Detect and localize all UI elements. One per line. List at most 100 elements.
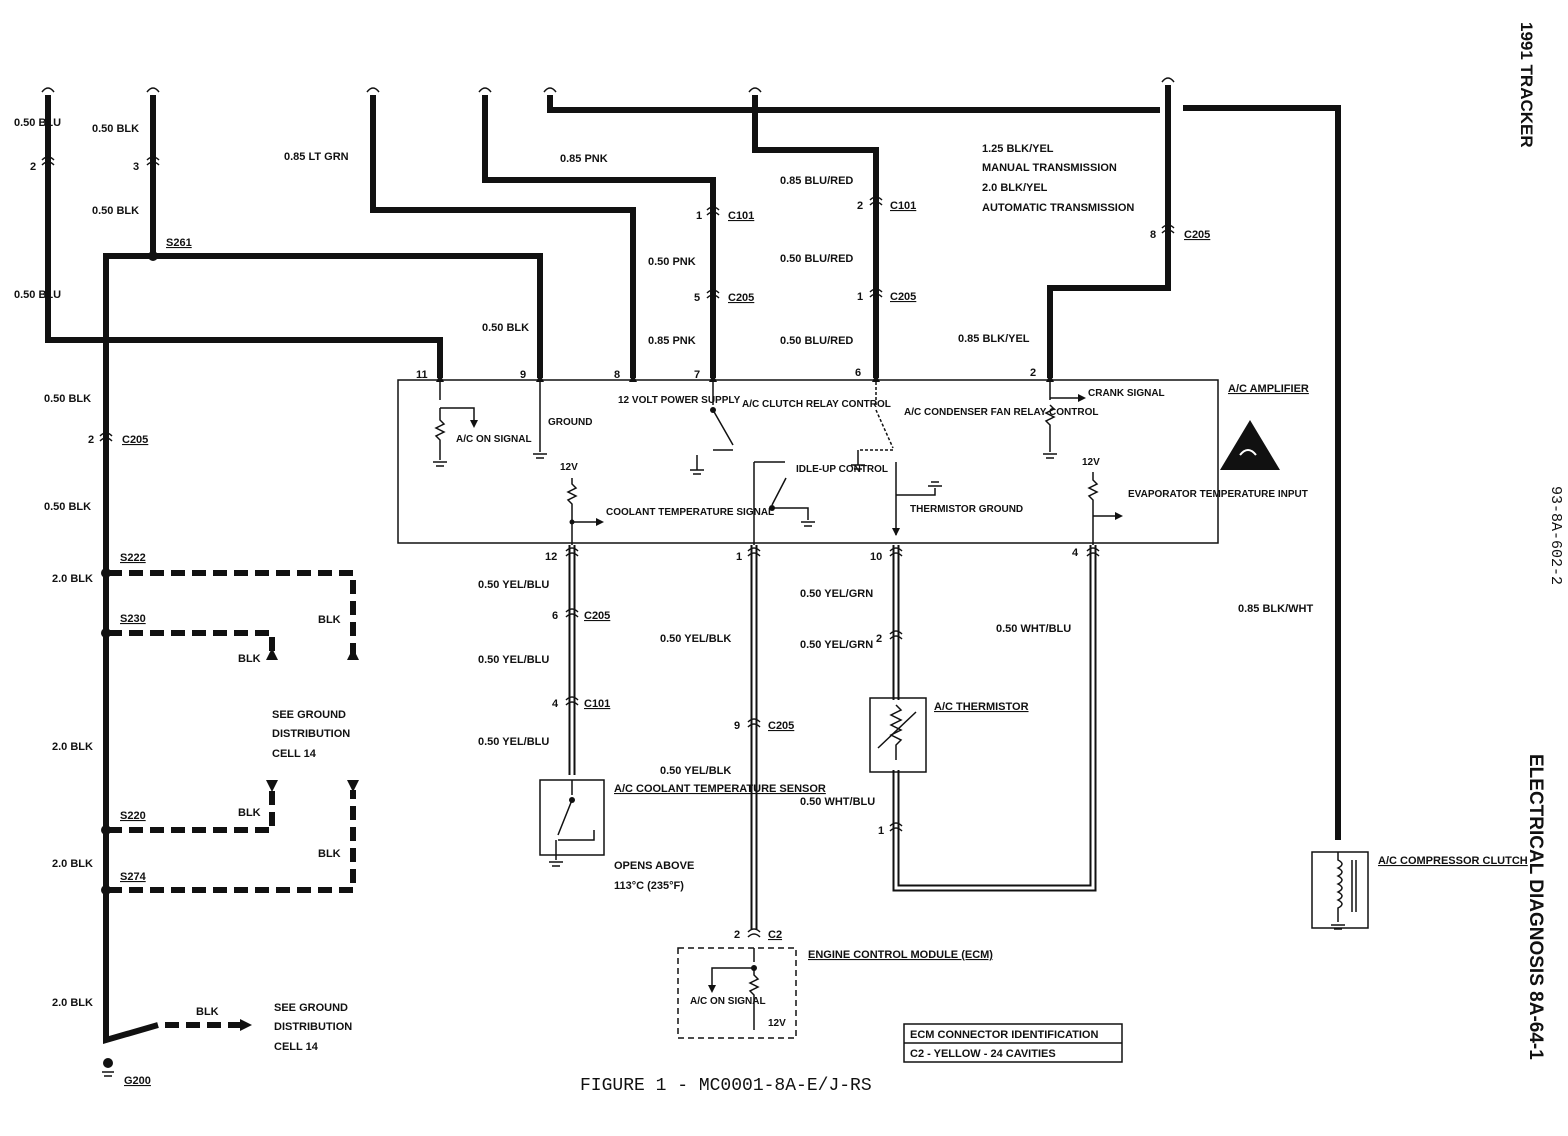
ground-ref-a3: CELL 14 <box>272 748 317 760</box>
pin-2-c2: 2 <box>734 929 740 941</box>
amp-clutch-relay: A/C CLUTCH RELAY CONTROL <box>742 399 891 410</box>
label-blkyel-125: 1.25 BLK/YEL <box>982 143 1054 155</box>
wire-group <box>45 85 1341 1044</box>
label-blk-050b: 0.50 BLK <box>92 205 139 217</box>
pin-2-c205-bus: 2 <box>88 434 94 446</box>
ecm-internal-circuit <box>708 948 760 1030</box>
splice-s230: S230 <box>120 613 146 625</box>
amp-pin-11: 11 <box>416 369 428 381</box>
ecm-box <box>677 947 797 1039</box>
pin-3-blk: 3 <box>133 161 139 173</box>
conn-c101-top: C101 <box>728 210 754 222</box>
splice-s220: S220 <box>120 810 146 822</box>
conn-c205-bus: C205 <box>122 434 148 446</box>
pin-8-c205: 8 <box>1150 229 1156 241</box>
amp-pin-arrows <box>436 374 1054 382</box>
wire-blkwht <box>1183 105 1341 840</box>
ground-ref-b2: DISTRIBUTION <box>274 1021 352 1033</box>
ground-ref-b1: SEE GROUND <box>274 1002 348 1014</box>
conn-c205-pnk: C205 <box>728 292 754 304</box>
label-blk-050e: 0.50 BLK <box>44 501 91 513</box>
amp-pin-4: 4 <box>1072 547 1079 559</box>
amp-ac-on-signal: A/C ON SIGNAL <box>456 434 532 445</box>
amp-power-supply: 12 VOLT POWER SUPPLY <box>618 395 741 406</box>
label-auto-trans: AUTOMATIC TRANSMISSION <box>982 202 1134 214</box>
wire-ground-bus <box>103 253 159 1044</box>
label-pnk-085a: 0.85 PNK <box>560 153 608 165</box>
conn-c205-blkyel: C205 <box>1184 229 1210 241</box>
pin-2-blu: 2 <box>30 161 36 173</box>
amp-evap-input: EVAPORATOR TEMPERATURE INPUT <box>1128 489 1308 500</box>
compressor-clutch-box <box>1311 851 1369 929</box>
label-yelblu-b: 0.50 YEL/BLU <box>478 654 549 666</box>
amp-pin-6: 6 <box>855 367 861 379</box>
conn-c101-yelblu: C101 <box>584 698 610 710</box>
label-blk-b: BLK <box>238 653 261 665</box>
connector-marks <box>41 156 1175 938</box>
label-blk-d: BLK <box>318 848 341 860</box>
conn-c101-blured: C101 <box>890 200 916 212</box>
label-yelgrn-b: 0.50 YEL/GRN <box>800 639 873 651</box>
amp-pin-7: 7 <box>694 369 700 381</box>
label-pnk-050: 0.50 PNK <box>648 256 696 268</box>
amp-internal-circuits <box>433 382 1123 545</box>
amp-pin-8: 8 <box>614 369 620 381</box>
label-blk-20d: 2.0 BLK <box>52 997 93 1009</box>
amp-12v-a: 12V <box>560 462 578 473</box>
label-blured-085: 0.85 BLU/RED <box>780 175 853 187</box>
label-blu-050a: 0.50 BLU <box>14 117 61 129</box>
wire-pnk <box>482 95 716 378</box>
label-blk-050a: 0.50 BLK <box>92 123 139 135</box>
pin-1-therm: 1 <box>878 825 884 837</box>
compressor-clutch-coil <box>1331 852 1357 930</box>
dashed-ground-branches <box>108 570 359 1031</box>
amp-pin-9: 9 <box>520 369 526 381</box>
conn-c205-yelblu: C205 <box>584 610 610 622</box>
label-whtblu-b: 0.50 WHT/BLU <box>996 623 1071 635</box>
label-pnk-085b: 0.85 PNK <box>648 335 696 347</box>
pin-6-c205: 6 <box>552 610 558 622</box>
wire-blured <box>752 95 879 378</box>
wire-blkyel <box>1047 85 1171 378</box>
side-vehicle: 1991 TRACKER <box>1517 22 1536 148</box>
conn-c2: C2 <box>768 929 782 941</box>
amp-pin-12: 12 <box>545 551 557 563</box>
amp-crank-signal: CRANK SIGNAL <box>1088 388 1165 399</box>
label-yelblu-c: 0.50 YEL/BLU <box>478 736 549 748</box>
figure-caption: FIGURE 1 - MC0001-8A-E/J-RS <box>580 1076 872 1096</box>
label-blk-e: BLK <box>196 1006 219 1018</box>
amp-idle-up: IDLE-UP CONTROL <box>796 464 888 475</box>
pin-2-therm: 2 <box>876 633 882 645</box>
splice-s261: S261 <box>166 237 192 249</box>
pin-1-c101: 1 <box>696 210 702 222</box>
wire-blk-ground <box>153 253 543 378</box>
coolant-sensor-note2: 113°C (235°F) <box>614 880 684 892</box>
ecm-12v: 12V <box>768 1018 786 1029</box>
conn-c205-yelblk: C205 <box>768 720 794 732</box>
amp-pin-1: 1 <box>736 551 742 563</box>
label-whtblu-a: 0.50 WHT/BLU <box>800 796 875 808</box>
esd-warning-icon <box>1220 420 1280 470</box>
splice-dots <box>101 251 158 1077</box>
side-section: ELECTRICAL DIAGNOSIS 8A-64-1 <box>1525 754 1546 1060</box>
splice-s222: S222 <box>120 552 146 564</box>
ecm-ac-on-signal: A/C ON SIGNAL <box>690 996 766 1007</box>
label-yelblu-a: 0.50 YEL/BLU <box>478 579 549 591</box>
ground-ref-a2: DISTRIBUTION <box>272 728 350 740</box>
label-blk-c: BLK <box>238 807 261 819</box>
amp-pin-10: 10 <box>870 551 882 563</box>
splice-g200: G200 <box>124 1075 151 1087</box>
label-blk-20a: 2.0 BLK <box>52 573 93 585</box>
label-yelgrn-a: 0.50 YEL/GRN <box>800 588 873 600</box>
conn-c205-blured: C205 <box>890 291 916 303</box>
coolant-sensor-note1: OPENS ABOVE <box>614 860 694 872</box>
thermistor-box <box>869 697 927 773</box>
label-manual-trans: MANUAL TRANSMISSION <box>982 162 1117 174</box>
amp-12v-b: 12V <box>1082 457 1100 468</box>
thermistor-symbol <box>877 704 917 760</box>
ecm-conn-line1: ECM CONNECTOR IDENTIFICATION <box>910 1029 1098 1041</box>
label-blkwht: 0.85 BLK/WHT <box>1238 603 1313 615</box>
label-blk-050c: 0.50 BLK <box>482 322 529 334</box>
thermistor-label: A/C THERMISTOR <box>934 701 1029 713</box>
label-yelblk-b: 0.50 YEL/BLK <box>660 765 731 777</box>
